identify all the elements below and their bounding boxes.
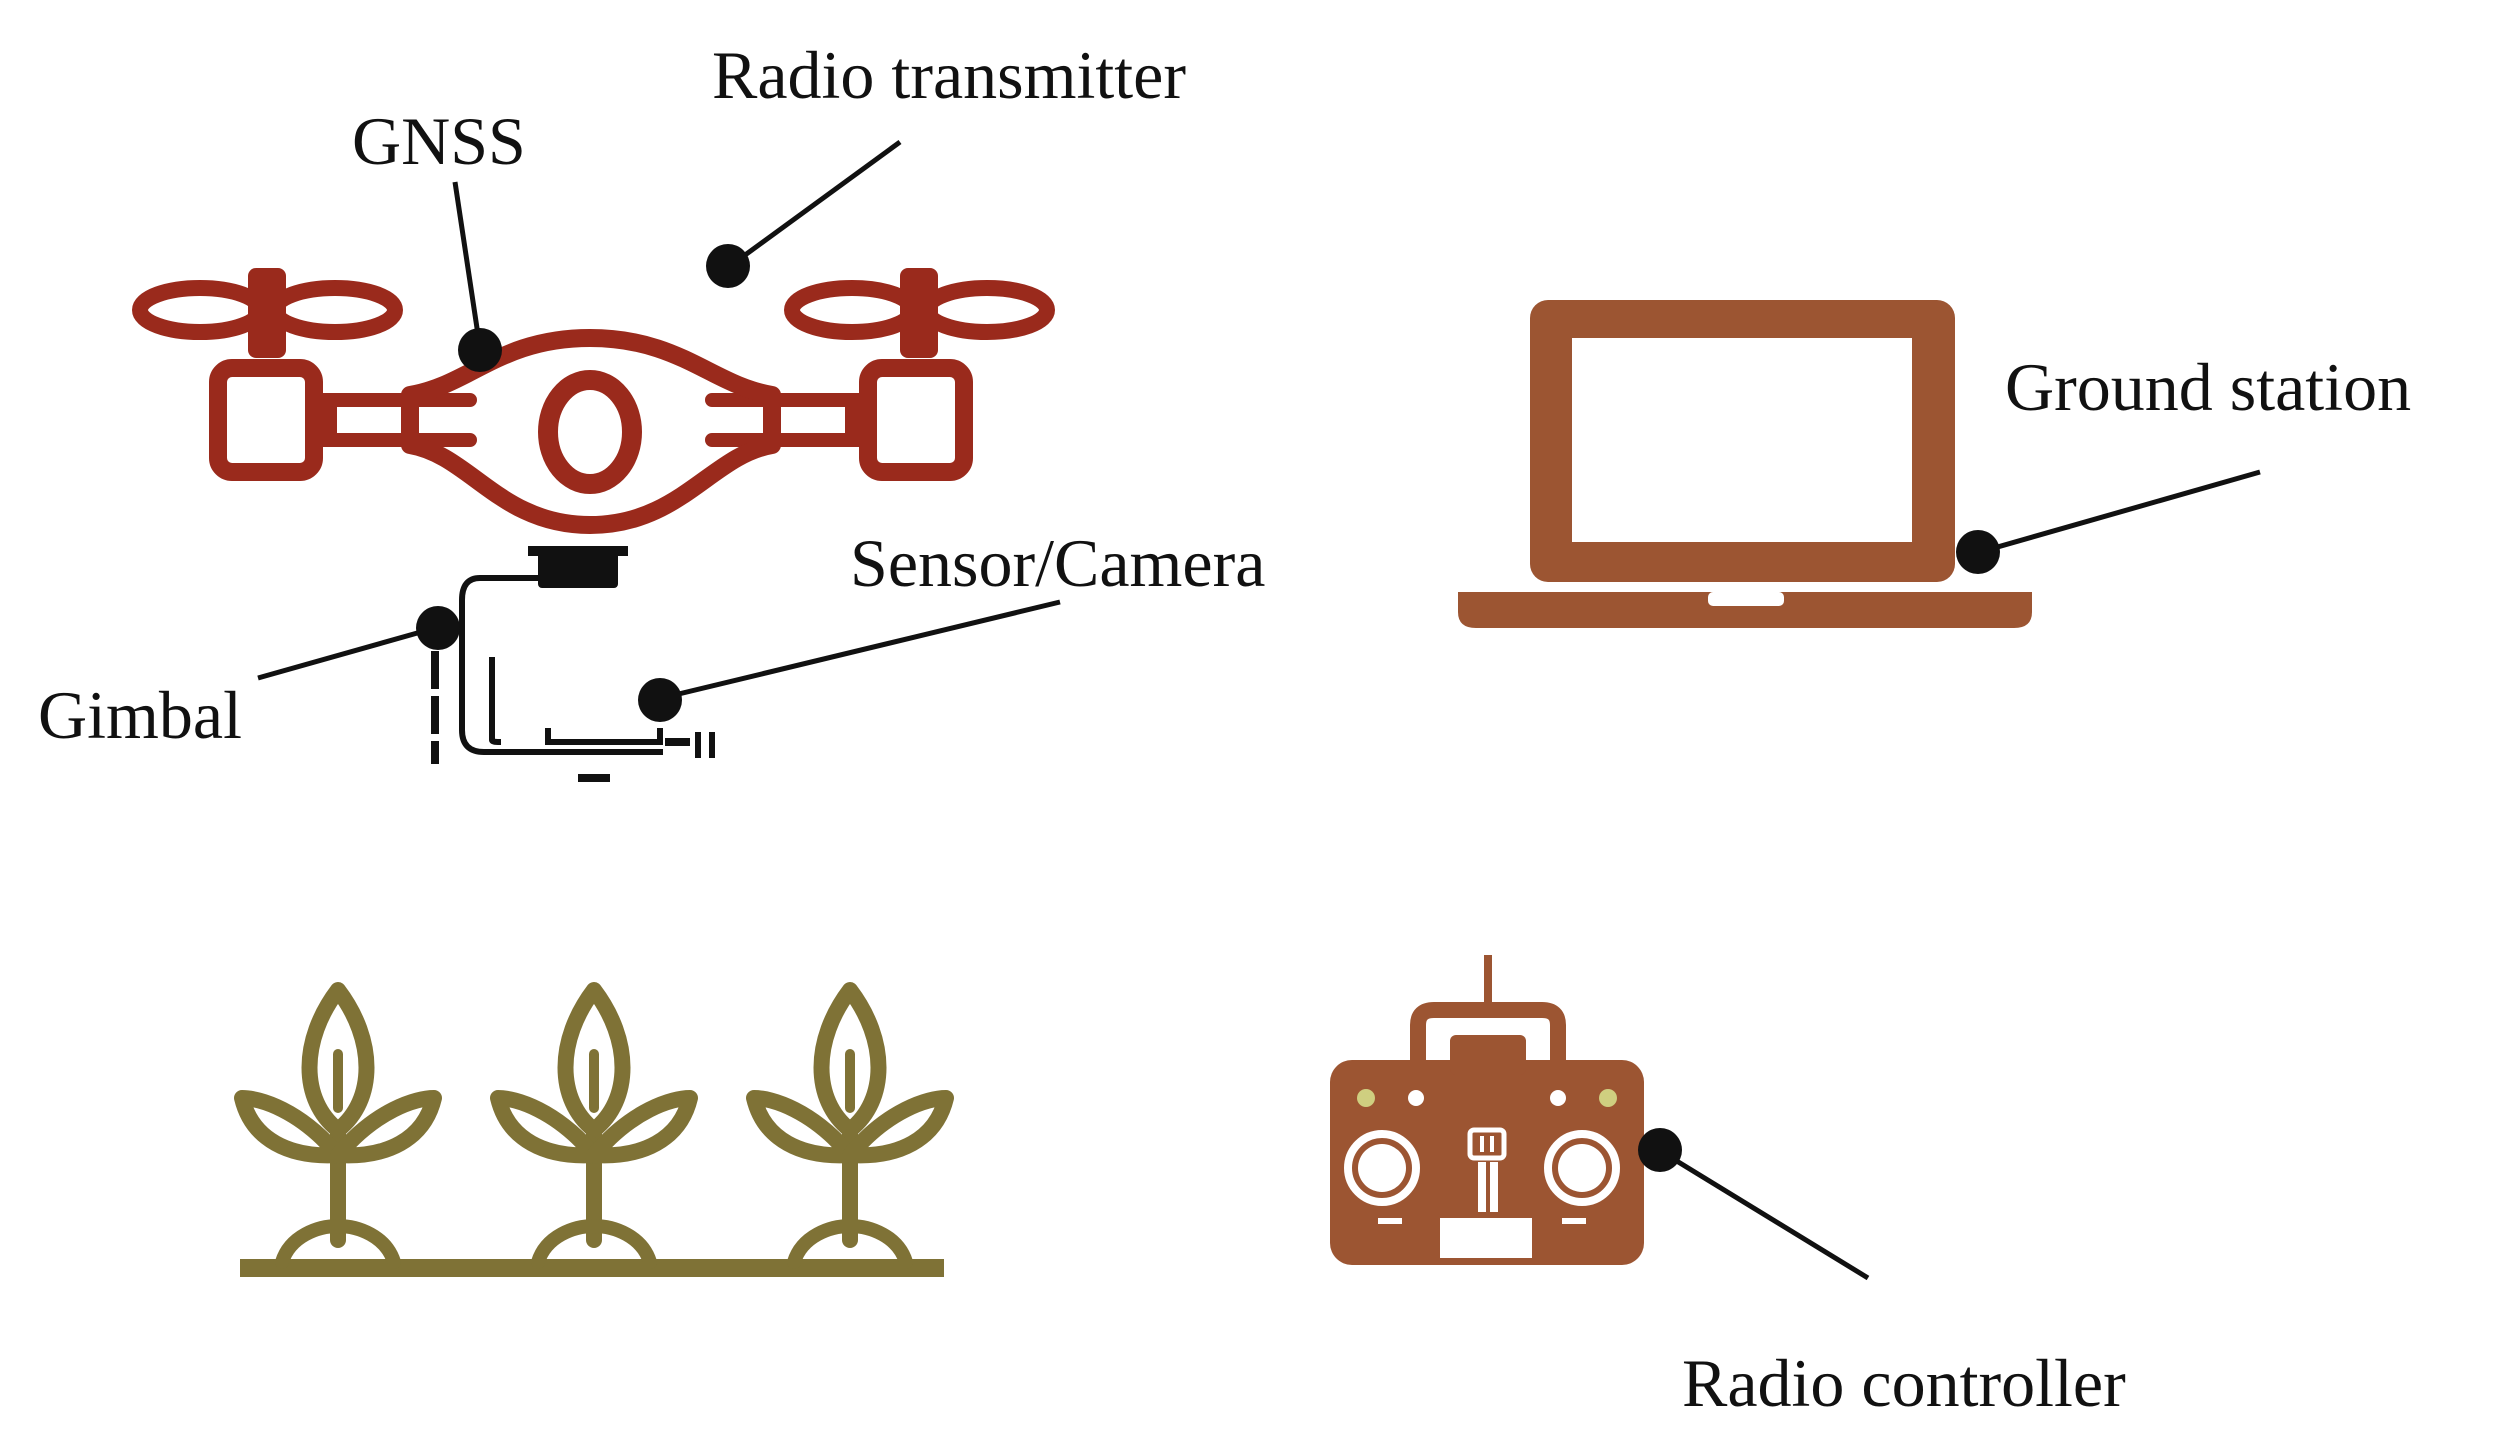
leader-gnss [452,181,502,372]
drone-body-icon [401,329,781,534]
leader-lines [257,139,2261,1281]
sensor-camera-icon [545,728,715,782]
plant-icon [234,982,442,1269]
drone-center-ring-icon [538,370,642,494]
label-ground-station: Ground station [2005,349,2411,425]
drone-icon [132,268,1055,588]
crop-plants-icon [234,982,954,1277]
radio-controller-icon [1330,955,1644,1265]
plant-icon [490,982,698,1269]
plant-icon [746,982,954,1269]
gimbal-icon [431,575,663,764]
label-gimbal: Gimbal [38,677,242,753]
label-gnss: GNSS [352,103,526,179]
left-motor-icon [209,359,323,481]
right-propeller-icon [784,268,1055,358]
leader-radio-controller [1638,1128,1870,1281]
leader-radio-transmitter [706,139,902,288]
label-radio-transmitter: Radio transmitter [712,37,1186,113]
left-propeller-icon [132,268,403,358]
leader-ground-station [1956,469,2261,574]
right-motor-icon [859,359,973,481]
laptop-icon [1458,300,2032,628]
label-sensor-camera: Sensor/Camera [850,525,1265,601]
leader-gimbal [257,606,460,681]
leader-sensor-camera [638,599,1061,722]
label-radio-controller: Radio controller [1682,1345,2126,1421]
